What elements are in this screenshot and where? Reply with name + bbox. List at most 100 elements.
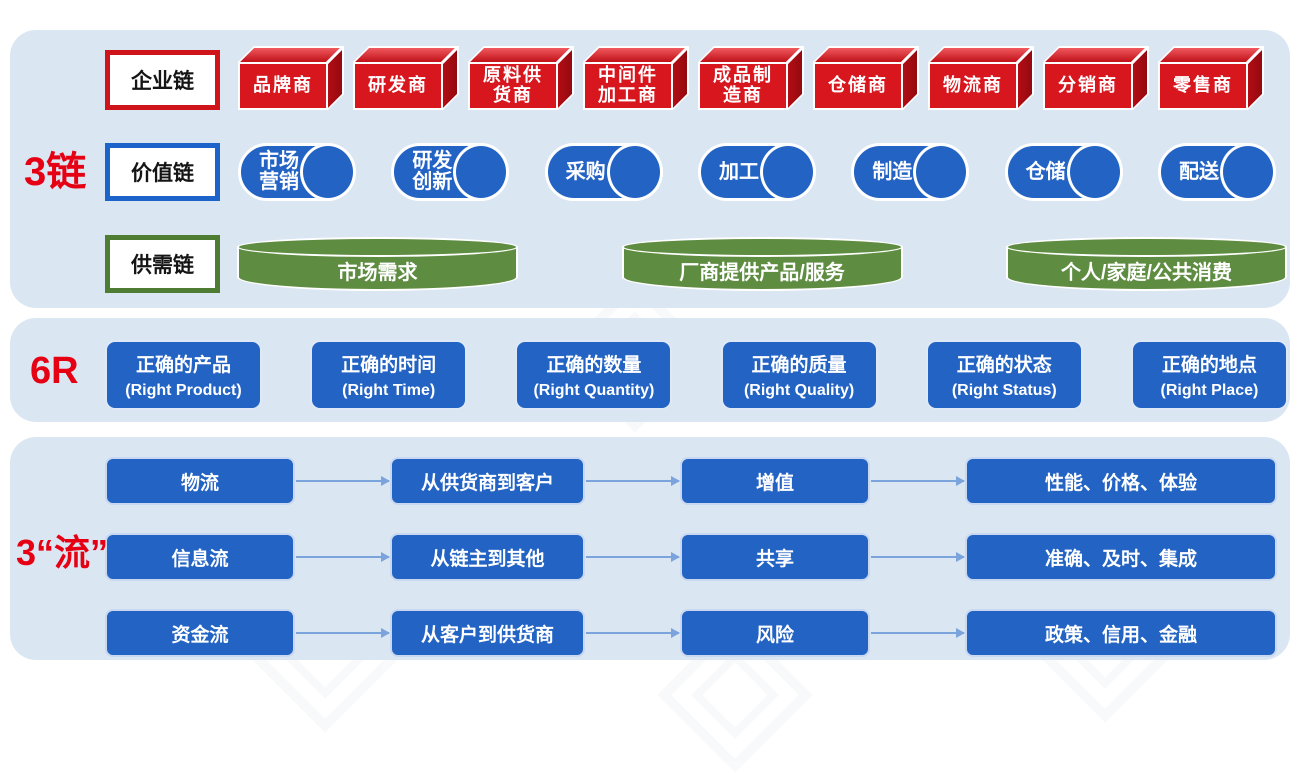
- flow-cell: 从供货商到客户: [390, 457, 585, 505]
- enterprise-node-label: 仓储商: [813, 62, 903, 110]
- cylinder-cap: [300, 143, 356, 201]
- six-r-item-cn: 正确的质量: [751, 355, 847, 376]
- box-top-face: [238, 46, 344, 62]
- supply-demand-node: 市场需求: [237, 237, 518, 291]
- enterprise-node: 原料供 货商: [468, 46, 574, 110]
- enterprise-node: 分销商: [1043, 46, 1149, 110]
- six-r-item-cn: 正确的状态: [956, 355, 1052, 376]
- enterprise-node-label: 品牌商: [238, 62, 328, 110]
- arrow-right-icon: [871, 552, 965, 562]
- box-top-face: [928, 46, 1034, 62]
- box-top-face: [1043, 46, 1149, 62]
- six-r-item-cn: 正确的数量: [546, 355, 642, 376]
- enterprise-node: 研发商: [353, 46, 459, 110]
- box-top-face: [353, 46, 459, 62]
- section-label-six-r: 6R: [30, 350, 79, 392]
- supply-demand-node: 个人/家庭/公共消费: [1006, 237, 1287, 291]
- cylinder-cap: [1219, 143, 1276, 201]
- arrow-right-icon: [586, 628, 680, 638]
- section-label-three-flows: 3“流”: [15, 532, 109, 573]
- six-r-item-en: (Right Status): [951, 382, 1057, 399]
- six-r-item: 正确的时间 (Right Time): [310, 340, 468, 410]
- arrow-right-icon: [871, 628, 965, 638]
- six-r-item: 正确的产品(Right Product): [105, 340, 262, 410]
- flow-row-logistics: 物流 从供货商到客户 增值 性能、价格、体验: [10, 457, 1290, 505]
- six-r-item-cn: 正确的地点: [1161, 355, 1257, 376]
- value-node-label: 研发 创新: [412, 150, 453, 193]
- flow-cell: 风险: [680, 609, 870, 657]
- value-node-label: 加工: [718, 160, 759, 183]
- six-r-item: 正确的质量 (Right Quality): [720, 340, 878, 410]
- flow-cell: 从链主到其他: [390, 533, 585, 581]
- enterprise-chain-row: 品牌商 研发商 原料供 货商 中间件 加工商 成品制 造商 仓储商 物流商 分销…: [238, 46, 1264, 110]
- supply-demand-node-label: 个人/家庭/公共消费: [1060, 261, 1233, 284]
- value-node: 采购: [544, 143, 663, 201]
- six-r-item-en: (Right Place): [1160, 382, 1259, 399]
- value-node-label: 市场 营销: [259, 150, 299, 193]
- legend-enterprise-chain: 企业链: [105, 50, 220, 110]
- value-node-label: 采购: [565, 160, 606, 183]
- six-r-item-en: (Right Quality): [743, 382, 855, 399]
- box-top-face: [1158, 46, 1264, 62]
- value-node: 市场 营销: [238, 143, 356, 201]
- flow-cell: 从客户到供货商: [390, 609, 585, 657]
- cylinder-top: [237, 237, 518, 257]
- arrow-right-icon: [586, 476, 680, 486]
- arrow-right-icon: [871, 476, 965, 486]
- enterprise-node: 成品制 造商: [698, 46, 804, 110]
- flow-cell: 性能、价格、体验: [965, 457, 1277, 505]
- panel-three-chains: 企业链 品牌商 研发商 原料供 货商 中间件 加工商 成品制 造商 仓储商 物流…: [10, 30, 1290, 308]
- six-r-item: 正确的数量(Right Quantity): [515, 340, 673, 410]
- enterprise-node: 物流商: [928, 46, 1034, 110]
- enterprise-node-label: 零售商: [1158, 62, 1248, 110]
- flow-cell: 共享: [680, 533, 870, 581]
- value-node-label: 制造: [872, 160, 913, 183]
- enterprise-node-label: 中间件 加工商: [583, 62, 673, 110]
- value-node: 配送: [1157, 143, 1276, 201]
- six-r-item-en: (Right Time): [342, 382, 436, 399]
- box-top-face: [698, 46, 804, 62]
- enterprise-node: 仓储商: [813, 46, 919, 110]
- supply-demand-node-label: 厂商提供产品/服务: [679, 261, 845, 284]
- legend-value-chain-label: 价值链: [131, 162, 194, 185]
- flow-cell: 政策、信用、金融: [965, 609, 1277, 657]
- legend-supply-demand-chain: 供需链: [105, 235, 220, 293]
- box-top-face: [468, 46, 574, 62]
- legend-supply-demand-chain-label: 供需链: [131, 254, 194, 277]
- six-r-item-en: (Right Product): [125, 382, 242, 399]
- value-node: 仓储: [1004, 143, 1123, 201]
- section-label-three-chains: 3链: [24, 150, 87, 194]
- six-r-row: 正确的产品(Right Product) 正确的时间 (Right Time) 正…: [105, 340, 1288, 410]
- box-top-face: [583, 46, 689, 62]
- enterprise-node: 中间件 加工商: [583, 46, 689, 110]
- legend-enterprise-chain-label: 企业链: [131, 70, 194, 93]
- cylinder-cap: [453, 143, 510, 201]
- value-chain-row: 市场 营销 研发 创新 采购 加工 制造 仓储 配送: [238, 143, 1276, 201]
- flow-row-information: 信息流 从链主到其他 共享 准确、及时、集成: [10, 533, 1290, 581]
- enterprise-node: 品牌商: [238, 46, 344, 110]
- flow-cell: 准确、及时、集成: [965, 533, 1277, 581]
- enterprise-node-label: 原料供 货商: [468, 62, 558, 110]
- flow-cell: 信息流: [105, 533, 295, 581]
- flows-rows: 物流 从供货商到客户 增值 性能、价格、体验 信息流 从链主到其他 共享 准确、…: [10, 457, 1290, 657]
- panel-six-r: 正确的产品(Right Product) 正确的时间 (Right Time) 正…: [10, 318, 1290, 422]
- cylinder-top: [1006, 237, 1287, 257]
- flow-row-capital: 资金流 从客户到供货商 风险 政策、信用、金融: [10, 609, 1290, 657]
- enterprise-node-label: 分销商: [1043, 62, 1133, 110]
- cylinder-top: [621, 237, 903, 257]
- cylinder-cap: [913, 143, 970, 201]
- cylinder-cap: [606, 143, 663, 201]
- value-node: 加工: [697, 143, 816, 201]
- six-r-item-cn: 正确的时间: [341, 355, 437, 376]
- six-r-item: 正确的状态 (Right Status): [925, 340, 1083, 410]
- box-top-face: [813, 46, 919, 62]
- value-node-label: 配送: [1178, 160, 1219, 183]
- value-node: 制造: [851, 143, 970, 201]
- flow-cell: 增值: [680, 457, 870, 505]
- supply-demand-node: 厂商提供产品/服务: [621, 237, 903, 291]
- cylinder-cap: [759, 143, 816, 201]
- six-r-item: 正确的地点 (Right Place): [1130, 340, 1288, 410]
- enterprise-node-label: 研发商: [353, 62, 443, 110]
- value-node-label: 仓储: [1025, 160, 1066, 183]
- enterprise-node-label: 物流商: [928, 62, 1018, 110]
